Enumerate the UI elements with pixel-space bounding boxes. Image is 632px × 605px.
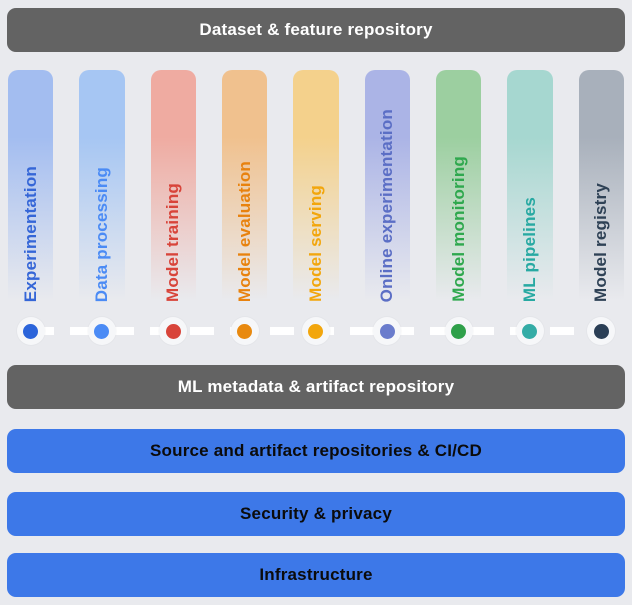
column-model-training: Model training — [150, 70, 196, 310]
column-data-processing: Data processing — [79, 70, 125, 310]
timeline-dot-model-evaluation — [237, 323, 253, 339]
column-label-data-processing: Data processing — [91, 166, 111, 302]
column-label-model-registry: Model registry — [591, 183, 611, 302]
dot-halo-experimentation — [16, 317, 45, 345]
source-artifact-cicd-label: Source and artifact repositories & CI/CD — [149, 441, 483, 460]
source-artifact-cicd-bar: Source and artifact repositories & CI/CD — [7, 429, 625, 473]
column-label-experimentation: Experimentation — [20, 165, 40, 302]
ml-metadata-artifact-repository-bar: ML metadata & artifact repository — [7, 365, 625, 409]
timeline-dot-cell-model-registry — [579, 317, 624, 345]
column-model-monitoring: Model monitoring — [435, 70, 482, 310]
timeline-dot-cell-model-serving — [293, 317, 338, 345]
dot-halo-model-evaluation — [230, 317, 259, 345]
timeline-dot-model-registry — [593, 323, 609, 339]
ml-metadata-artifact-repository-label: ML metadata & artifact repository — [177, 377, 455, 396]
timeline-dot-data-processing — [94, 323, 110, 339]
timeline-dot-cell-data-processing — [79, 317, 124, 345]
timeline-dot-model-serving — [308, 323, 324, 339]
dot-halo-ml-pipelines — [515, 317, 544, 345]
dot-halo-online-experimentation — [373, 317, 402, 345]
timeline-dot-cell-experimentation — [8, 317, 53, 345]
column-label-model-serving: Model serving — [305, 185, 325, 302]
column-model-serving: Model serving — [293, 70, 339, 310]
timeline-dot-cell-model-monitoring — [436, 317, 481, 345]
columns-row: Experimentation Data processing Model trai… — [8, 70, 624, 310]
dot-halo-model-serving — [301, 317, 330, 345]
infrastructure-bar: Infrastructure — [7, 553, 625, 597]
timeline-dot-cell-model-evaluation — [222, 317, 267, 345]
timeline-row — [8, 317, 624, 345]
column-label-model-training: Model training — [163, 183, 183, 302]
column-model-registry: Model registry — [578, 70, 624, 310]
column-label-model-monitoring: Model monitoring — [448, 156, 468, 302]
column-experimentation: Experimentation — [8, 70, 54, 310]
dot-halo-model-monitoring — [444, 317, 473, 345]
timeline-dot-ml-pipelines — [522, 323, 538, 339]
column-label-model-evaluation: Model evaluation — [234, 160, 254, 302]
security-privacy-label: Security & privacy — [240, 504, 392, 523]
column-label-ml-pipelines: ML pipelines — [519, 196, 539, 302]
security-privacy-bar: Security & privacy — [7, 492, 625, 536]
timeline-dot-model-monitoring — [451, 323, 467, 339]
dot-halo-data-processing — [87, 317, 116, 345]
timeline-dot-cell-ml-pipelines — [507, 317, 552, 345]
dataset-feature-repository-label: Dataset & feature repository — [199, 20, 433, 39]
timeline-dot-experimentation — [23, 323, 39, 339]
dataset-feature-repository-bar: Dataset & feature repository — [7, 8, 625, 52]
column-ml-pipelines: ML pipelines — [507, 70, 553, 310]
dot-halo-model-registry — [587, 317, 616, 345]
column-model-evaluation: Model evaluation — [221, 70, 268, 310]
infrastructure-label: Infrastructure — [259, 565, 373, 584]
column-label-online-experimentation: Online experimentation — [377, 108, 397, 302]
column-online-experimentation: Online experimentation — [364, 70, 410, 310]
timeline-dot-cell-model-training — [151, 317, 196, 345]
timeline-dot-cell-online-experimentation — [365, 317, 410, 345]
timeline-dot-model-training — [165, 323, 181, 339]
dot-halo-model-training — [159, 317, 188, 345]
timeline-dot-online-experimentation — [379, 323, 395, 339]
